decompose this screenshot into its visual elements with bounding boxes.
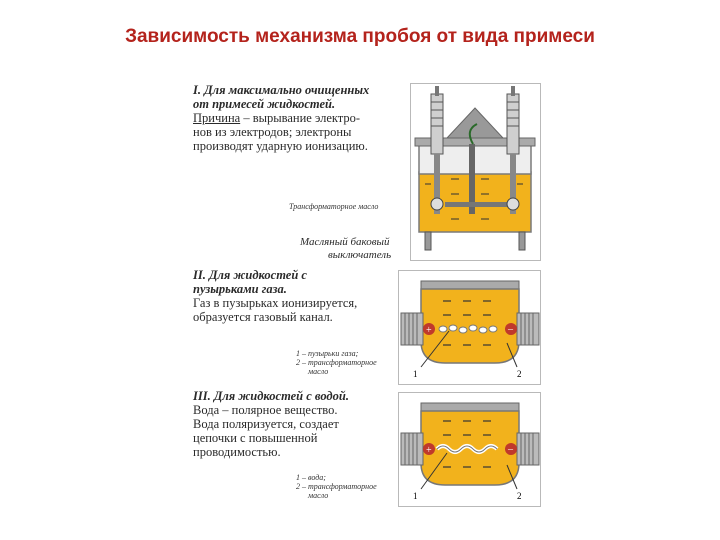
section1-line3: производят ударную ионизацию. [193, 139, 368, 153]
section1-heading-line1: I. Для максимально очищенных [193, 83, 370, 97]
section3-legend3: масло [308, 491, 329, 500]
gas-bubbles [438, 324, 498, 334]
svg-text:–: – [507, 324, 514, 335]
breaker-caption: Масляный баковый выключатель [300, 236, 410, 262]
electrode-right [516, 312, 540, 346]
section3-line2: Вода поляризуется, создает [193, 417, 339, 431]
water-label-1: 1 [413, 491, 418, 501]
water-label-2: 2 [517, 491, 522, 501]
svg-text:–: – [507, 444, 514, 455]
section3-line3: цепочки с повышенной [193, 431, 318, 445]
section3-line4: проводимостью. [193, 445, 281, 459]
section3-legend1: 1 – вода; [296, 473, 326, 482]
section3-legend: 1 – вода; 2 – трансформаторное масло [296, 473, 396, 500]
section2-line1: Газ в пузырьках ионизируется, [193, 296, 358, 310]
gas-label-1: 1 [413, 369, 418, 379]
electrode-left-water [400, 432, 424, 466]
section2-text: II. Для жидкостей с пузырьками газа. Газ… [193, 268, 383, 324]
section2-heading-line1: II. Для жидкостей с [193, 268, 307, 282]
bushing-right [506, 86, 520, 214]
water-figure: + – 1 2 [398, 392, 541, 507]
svg-text:+: + [426, 325, 432, 336]
svg-text:+: + [426, 445, 432, 456]
section2-line2: образуется газовый канал. [193, 310, 333, 324]
section2-legend3: масло [308, 367, 329, 376]
section3-heading: III. Для жидкостей с водой. [193, 389, 349, 403]
section2-heading-line2: пузырьками газа. [193, 282, 287, 296]
section1-heading-line2: от примесей жидкостей. [193, 97, 336, 111]
electrode-right-water [516, 432, 540, 466]
section2-legend: 1 – пузырьки газа; 2 – трансформаторное … [296, 349, 396, 376]
section2-legend2: 2 – трансформаторное [296, 358, 377, 367]
electrode-left [400, 312, 424, 346]
breaker-caption-line2: выключатель [328, 249, 392, 261]
section1-line1: Причина – вырывание электро- [193, 111, 393, 125]
breaker-caption-line1: Масляный баковый [300, 236, 390, 248]
page-title: Зависимость механизма пробоя от вида при… [125, 26, 595, 47]
section2-legend1: 1 – пузырьки газа; [296, 349, 359, 358]
gas-bubbles-figure: + – 1 2 [398, 270, 541, 385]
bushing-left [430, 86, 444, 214]
section3-line1: Вода – полярное вещество. [193, 403, 338, 417]
section1-line2: нов из электродов; электроны [193, 125, 352, 139]
section3-text: III. Для жидкостей с водой. Вода – поляр… [193, 389, 383, 459]
oil-breaker-figure [410, 83, 541, 261]
cause-word: Причина [193, 111, 241, 125]
gas-label-2: 2 [517, 369, 522, 379]
section3-legend2: 2 – трансформаторное [296, 482, 377, 491]
section1-text: I. Для максимально очищенных от примесей… [193, 83, 393, 153]
oil-label: Трансформаторное масло [289, 202, 379, 211]
section1-line1-rest: – вырывание электро- [240, 111, 361, 125]
